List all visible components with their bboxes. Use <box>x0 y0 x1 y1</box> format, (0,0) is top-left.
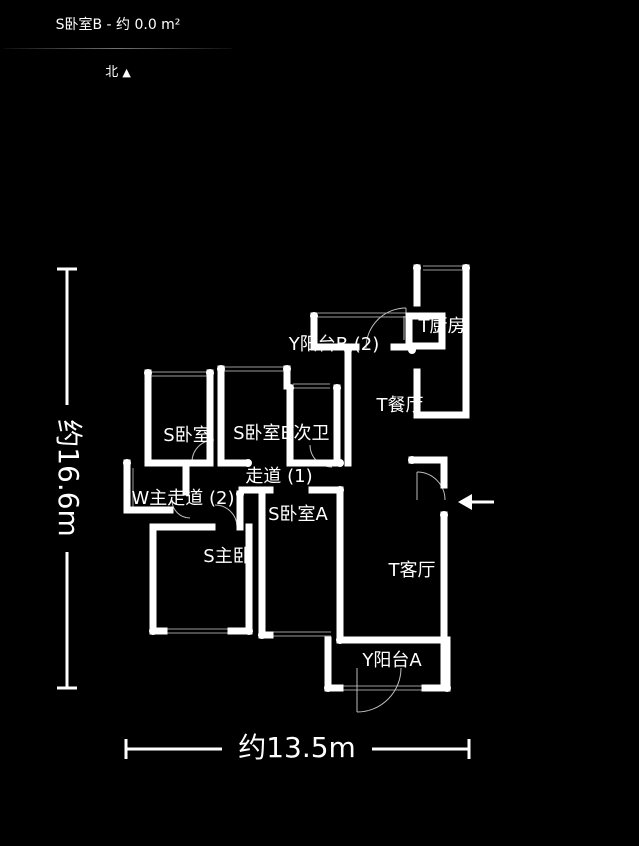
triangle-up-icon: ▲ <box>122 66 131 79</box>
room-label-corridor-2: W主走道 (2) <box>131 488 234 509</box>
room-label-bedroom-c: S卧室 <box>163 425 210 446</box>
room-label-bathroom: T次卫 <box>282 423 330 444</box>
height-dimension <box>57 267 77 690</box>
title-divider <box>4 48 232 49</box>
room-label-master-bedroom: S主卧 <box>203 546 250 567</box>
room-label-bedroom-b: S卧室B <box>233 423 293 444</box>
north-indicator: 北 ▲ <box>0 61 236 80</box>
height-label: 约16.6m <box>52 419 85 537</box>
north-label: 北 <box>105 65 119 80</box>
width-dimension <box>124 739 471 759</box>
room-label-corridor-1: 走道 (1) <box>245 466 312 487</box>
room-label-bedroom-a: S卧室A <box>268 504 328 525</box>
wall-nodes <box>123 264 470 692</box>
room-label-kitchen: T厨房 <box>418 316 466 337</box>
room-label-dining: T餐厅 <box>376 395 424 416</box>
room-title: S卧室B - 约 0.0 m² <box>55 17 181 33</box>
width-label: 约13.5m <box>238 731 356 764</box>
room-label-balcony-a: Y阳台A <box>361 650 422 671</box>
room-label-living-room: T客厅 <box>388 560 436 581</box>
entrance-arrow-icon <box>458 494 494 510</box>
room-label-balcony-b: Y阳台B (2) <box>288 334 380 355</box>
